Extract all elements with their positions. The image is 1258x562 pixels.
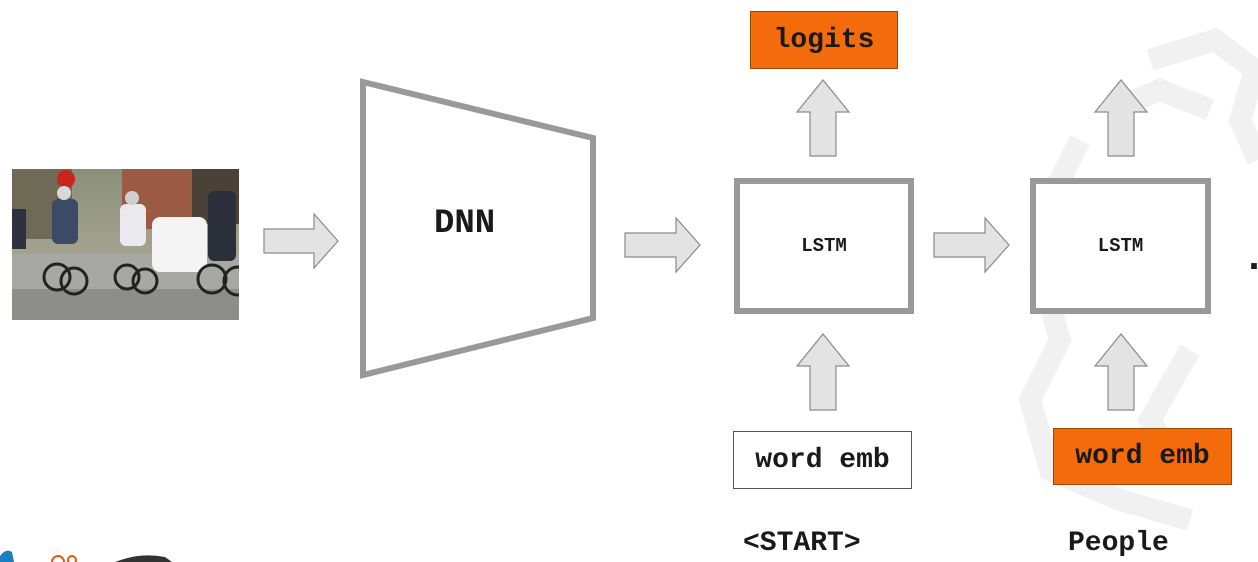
lstm-cell-1: LSTM [734, 178, 914, 314]
arrow-right-1-icon [263, 212, 339, 270]
lstm-cell-1-label: LSTM [801, 235, 847, 257]
lstm-cell-2: LSTM [1030, 178, 1211, 314]
logits-label: logits [773, 24, 875, 56]
arrow-up-4-icon [1093, 333, 1149, 411]
dnn-label: DNN [434, 205, 496, 243]
arrow-right-3-icon [933, 216, 1010, 274]
lstm-cell-2-label: LSTM [1097, 235, 1144, 257]
logo-icon [0, 550, 172, 562]
dnn-trapezoid [360, 78, 596, 379]
word-emb-1-label: word emb [755, 444, 890, 476]
input-photo [12, 169, 239, 320]
arrow-up-1-icon [795, 79, 851, 157]
arrow-right-2-icon [624, 216, 701, 274]
cyclists-photo-illustration [12, 169, 239, 320]
token-people: People [1068, 528, 1169, 559]
arrow-up-2-icon [1093, 79, 1149, 157]
logits-box: logits [750, 11, 898, 69]
word-emb-box-1: word emb [733, 431, 912, 489]
arrow-up-3-icon [795, 333, 851, 411]
word-emb-box-2: word emb [1053, 428, 1232, 485]
token-start: <START> [743, 528, 861, 559]
continuation-dots: . [1242, 240, 1258, 280]
word-emb-2-label: word emb [1075, 441, 1210, 472]
